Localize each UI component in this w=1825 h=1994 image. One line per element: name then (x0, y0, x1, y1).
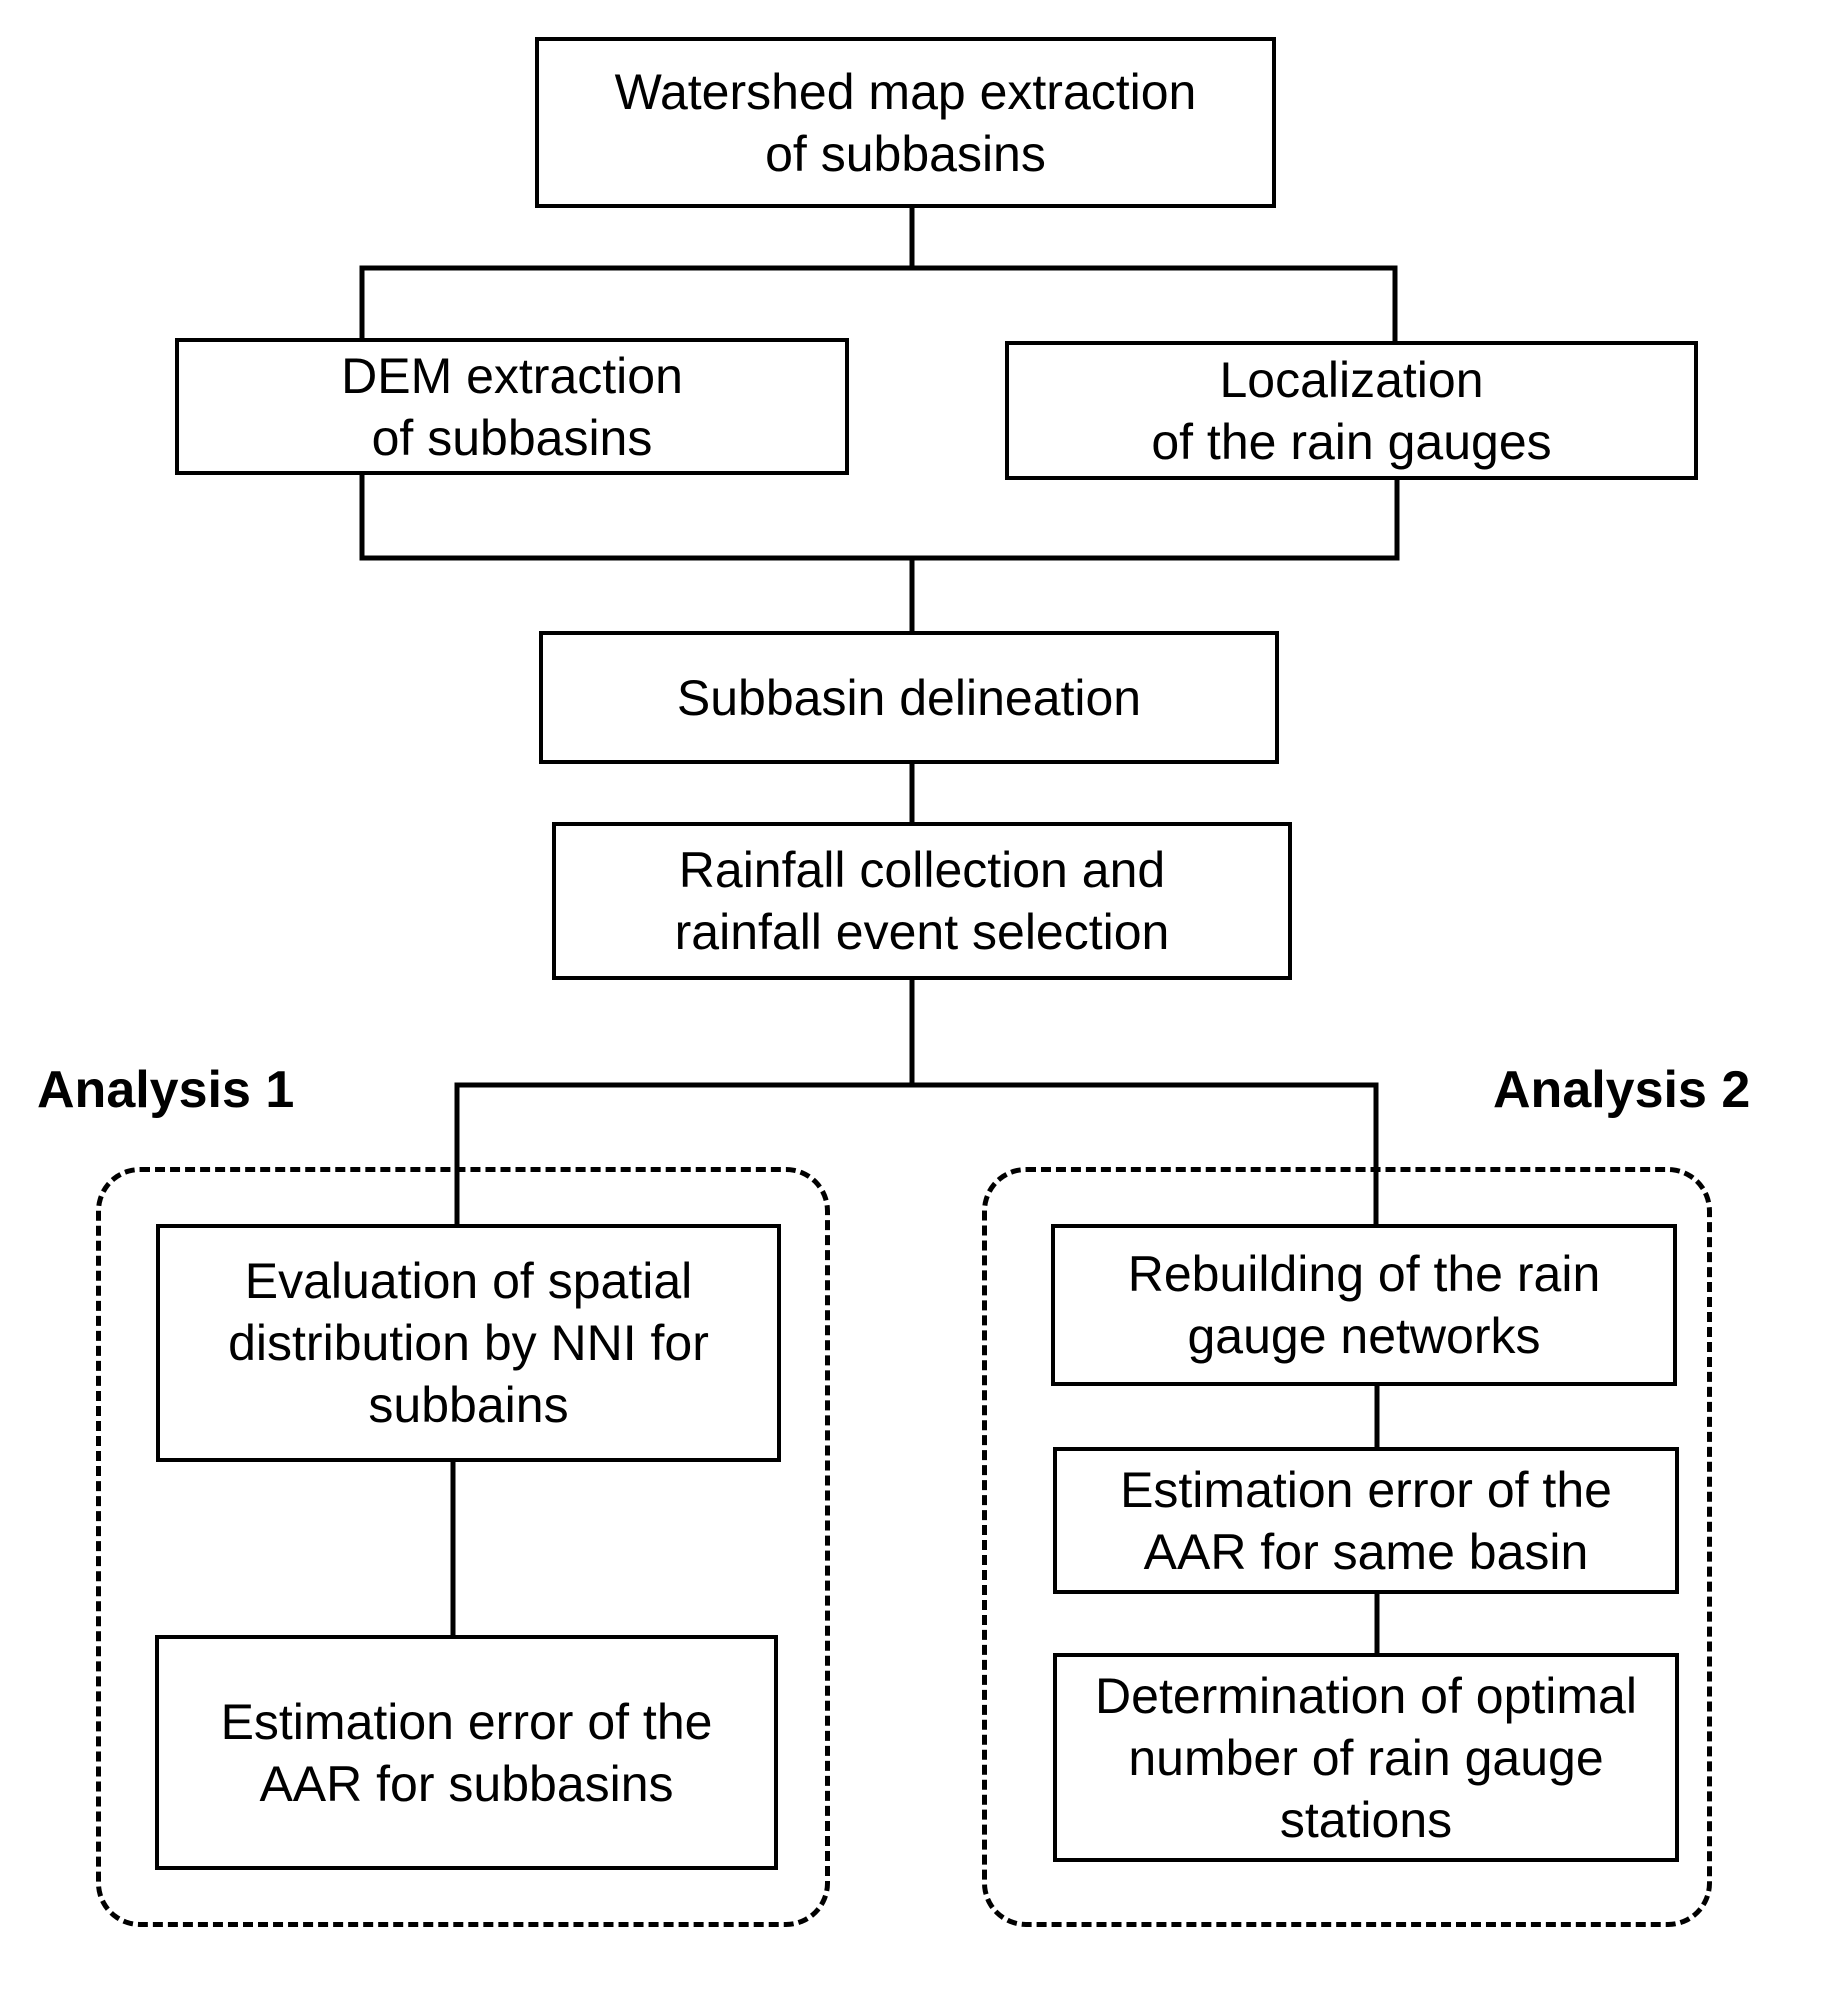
node-optimal-gauge-determination: Determination of optimal number of rain … (1053, 1653, 1679, 1862)
node-estimation-error-same-basin-label: Estimation error of the AAR for same bas… (1120, 1461, 1612, 1580)
node-subbasin-delineation: Subbasin delineation (539, 631, 1279, 764)
node-watershed-extraction: Watershed map extraction of subbasins (535, 37, 1276, 208)
node-dem-extraction-label: DEM extraction of subbasins (341, 347, 683, 466)
node-dem-extraction: DEM extraction of subbasins (175, 338, 849, 475)
node-spatial-distribution-evaluation: Evaluation of spatial distribution by NN… (156, 1224, 781, 1462)
node-watershed-extraction-label: Watershed map extraction of subbasins (614, 63, 1197, 182)
node-network-rebuilding: Rebuilding of the rain gauge networks (1051, 1224, 1677, 1386)
node-estimation-error-subbasins: Estimation error of the AAR for subbasin… (155, 1635, 778, 1870)
node-rain-gauge-localization-label: Localization of the rain gauges (1151, 351, 1552, 470)
analysis-2-group (982, 1167, 1712, 1927)
node-estimation-error-subbasins-label: Estimation error of the AAR for subbasin… (220, 1693, 713, 1812)
node-optimal-gauge-determination-label: Determination of optimal number of rain … (1095, 1667, 1637, 1848)
node-network-rebuilding-label: Rebuilding of the rain gauge networks (1127, 1246, 1601, 1364)
node-rainfall-collection-label: Rainfall collection and rainfall event s… (674, 842, 1170, 960)
node-spatial-distribution-evaluation-label: Evaluation of spatial distribution by NN… (228, 1253, 709, 1433)
node-estimation-error-same-basin: Estimation error of the AAR for same bas… (1053, 1447, 1679, 1594)
node-subbasin-delineation-label: Subbasin delineation (676, 669, 1142, 726)
analysis-2-label: Analysis 2 (1493, 1061, 1751, 1119)
node-rainfall-collection: Rainfall collection and rainfall event s… (552, 822, 1292, 980)
node-rain-gauge-localization: Localization of the rain gauges (1005, 341, 1698, 480)
analysis-1-label: Analysis 1 (37, 1061, 295, 1119)
analysis-1-group (96, 1167, 830, 1927)
